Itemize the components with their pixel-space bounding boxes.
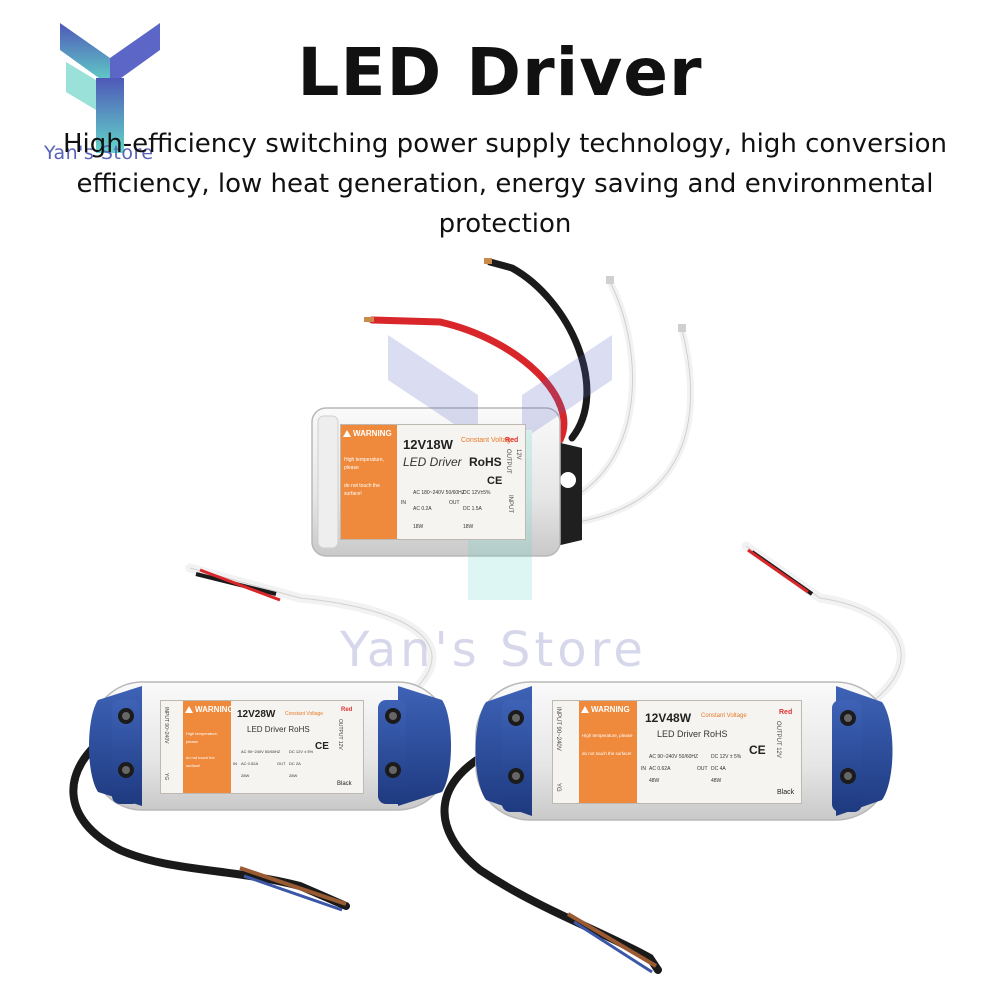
output-spec-1: DC 12V±5% <box>463 490 491 496</box>
out-label: OUT <box>277 761 286 766</box>
model-name: 12V48W <box>645 711 692 725</box>
driver-name: LED Driver RoHS <box>247 725 310 734</box>
store-logo-icon <box>60 23 160 153</box>
input-side-label: INPUT 90~240V <box>555 707 561 751</box>
output-spec-1: DC 12V ± 5% <box>711 754 742 760</box>
warning-text-1: High temperature, please <box>582 733 633 738</box>
constant-voltage: Constant Voltage <box>701 713 747 719</box>
output-spec-2: DC 4A <box>711 766 726 772</box>
out-label: OUT <box>697 766 708 772</box>
product-1-label: WARNING High temperature, please do not … <box>340 424 526 540</box>
output-side-label: OUTPUT 12V <box>775 721 781 758</box>
in-label: IN <box>233 761 237 766</box>
warning-icon <box>185 706 193 713</box>
product-1-wires <box>364 258 695 526</box>
driver-name: LED Driver RoHS <box>657 729 728 739</box>
yg-label: YG <box>163 773 169 781</box>
black-label: Black <box>777 789 795 796</box>
warning-icon <box>343 430 351 437</box>
model-name: 12V18W <box>403 437 453 452</box>
input-spec-2: AC 0.52A <box>241 761 259 766</box>
output-side-label: OUTPUT <box>505 449 511 474</box>
red-label: Red <box>341 707 353 713</box>
warning-title: WARNING <box>591 705 630 714</box>
product-2-label: INPUT 90~240V YG WARNING High temperatur… <box>160 700 364 794</box>
warning-panel: WARNING High temperature, please do not … <box>183 701 234 793</box>
warning-panel: WARNING High temperature, please do not … <box>579 701 637 803</box>
constant-voltage: Constant Voltage <box>461 437 515 444</box>
driver-name: LED Driver <box>403 455 462 469</box>
red-label: Red <box>505 437 519 444</box>
power-rating-out: 28W <box>289 773 298 778</box>
output-spec-1: DC 12V ± 5% <box>289 749 314 754</box>
watermark-text: Yan's Store <box>340 622 647 678</box>
power-rating: 28W <box>241 773 250 778</box>
constant-voltage: Constant Voltage <box>285 711 324 717</box>
warning-title: WARNING <box>353 429 392 438</box>
output-spec-2: DC 2A <box>289 761 301 766</box>
warning-text-1: High temperature, please <box>186 731 219 744</box>
yg-label: YG <box>555 783 561 792</box>
product-3-wires <box>440 541 906 974</box>
output-side-label: OUTPUT 12V <box>337 719 343 750</box>
input-side-label: INPUT <box>507 495 513 513</box>
ce-mark: CE <box>315 741 329 752</box>
in-label: IN <box>641 766 646 772</box>
warning-panel: WARNING High temperature, please do not … <box>341 425 397 539</box>
input-spec-2: AC 0.62A <box>649 766 671 772</box>
output-spec-2: DC 1.5A <box>463 506 482 512</box>
rohs-mark: RoHS <box>469 455 502 469</box>
model-name: 12V28W <box>237 709 276 720</box>
warning-text-2: do not touch the surface! <box>344 483 380 497</box>
black-label: Black <box>337 781 352 787</box>
ce-mark: CE <box>749 743 766 757</box>
warning-text-2: do not touch the surface! <box>186 755 215 768</box>
product-3-label: INPUT 90~240V YG WARNING High temperatur… <box>552 700 802 804</box>
power-rating-out: 48W <box>711 778 722 784</box>
input-side-label: INPUT 90~240V <box>163 707 169 744</box>
red-label: Red <box>779 709 793 716</box>
page-title: LED Driver <box>297 34 703 111</box>
voltage-side-label: 12V <box>515 449 521 460</box>
logo-text: Yan's Store <box>44 142 154 164</box>
warning-text-2: do not touch the surface! <box>582 751 632 756</box>
product-2-wires <box>69 563 437 912</box>
power-rating-out: 18W <box>463 524 474 530</box>
input-spec-1: AC 180~240V 50/60HZ <box>413 490 465 496</box>
input-spec-1: AC 90~240V 50/60HZ <box>649 754 699 760</box>
out-label: OUT <box>449 500 460 506</box>
power-rating: 18W <box>413 524 424 530</box>
warning-text-1: High temperature, please <box>344 457 385 471</box>
input-spec-2: AC 0.2A <box>413 506 432 512</box>
ce-mark: CE <box>487 475 503 487</box>
power-rating: 48W <box>649 778 660 784</box>
page-subtitle: High-efficiency switching power supply t… <box>63 129 947 239</box>
input-spec-1: AC 90~240V 50/60HZ <box>241 749 281 754</box>
warning-icon <box>581 706 589 713</box>
in-label: IN <box>401 500 406 506</box>
warning-title: WARNING <box>195 705 234 714</box>
